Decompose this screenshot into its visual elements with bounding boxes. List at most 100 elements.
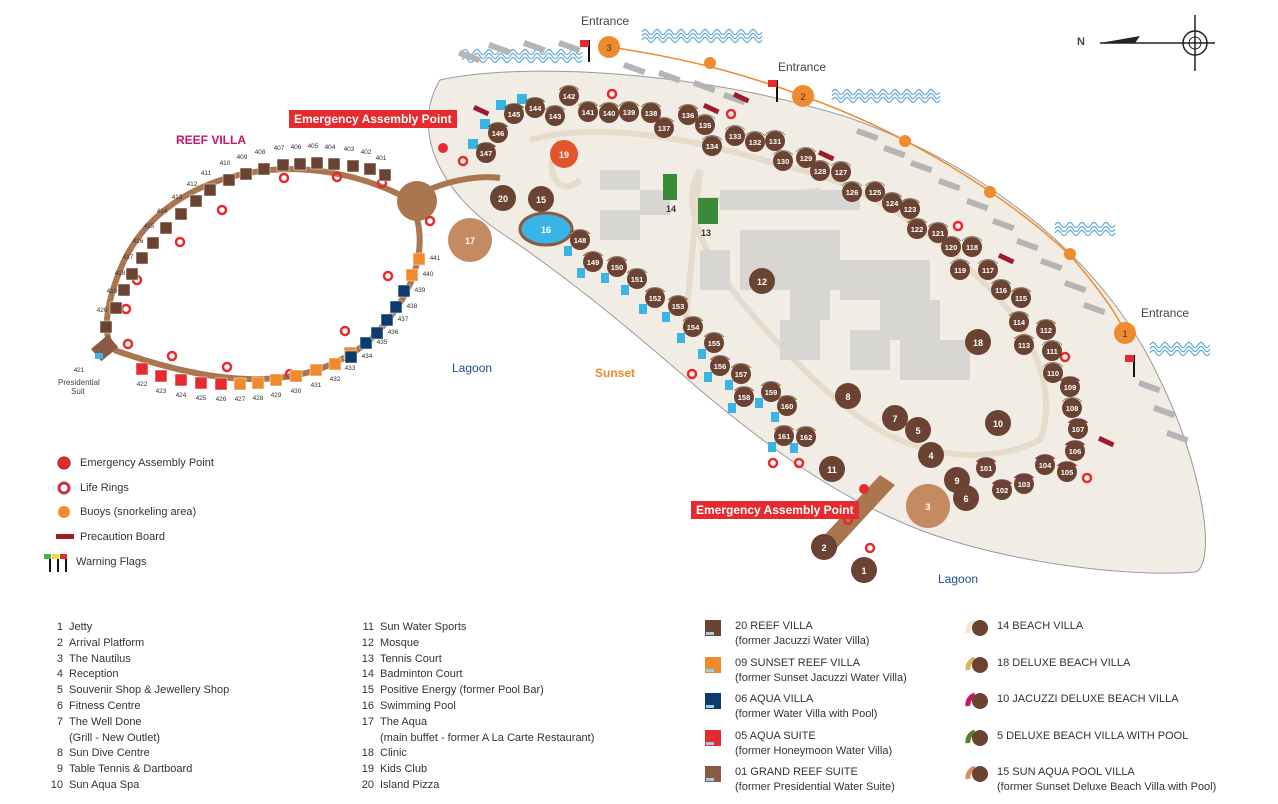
water-villa [380,313,394,327]
badminton-court [663,174,677,200]
villa-number: 421 [74,367,85,374]
warning-flag-icon [580,40,589,47]
water-villa [328,357,342,371]
villa-number: 103 [1018,480,1031,489]
facility-marker [811,534,837,560]
villa-number: 425 [196,395,207,402]
water-villa [310,156,324,170]
facility-marker [490,185,516,211]
wave-icon [1149,345,1211,353]
facility-name: The Aqua [380,715,428,728]
beach-villa [777,396,797,416]
breakwater-segment [692,79,716,94]
beach-villa [654,118,674,138]
villa-number: 144 [529,104,542,113]
beach-villa [761,382,781,402]
breakwater-segment [1039,258,1063,272]
facility-marker [851,557,877,583]
villa-number: 402 [361,149,372,156]
life-ring-icon [122,338,134,350]
building [790,270,830,320]
villa-number: 114 [1013,318,1026,327]
water-villa [159,221,173,235]
water-villa [174,373,188,387]
villa-number: 409 [237,154,248,161]
life-ring-icon [793,457,805,469]
villa-type-item: 09 SUNSET REEF VILLA(former Sunset Jacuz… [703,656,907,693]
building [600,170,640,190]
beach-villa [476,143,496,163]
villa-type-name: 18 DELUXE BEACH VILLA [997,656,1131,669]
sunset-label: Sunset [595,366,636,380]
symbol-legend-label: Emergency Assembly Point [80,457,214,469]
villa-number: 432 [330,376,341,383]
facility-number: 18 [361,747,374,760]
water-villa [346,159,360,173]
life-ring-icon [120,303,132,315]
breakwater-segment [622,61,646,76]
water-villa [146,236,160,250]
villa-number: 427 [235,396,246,403]
facility-marker [819,456,845,482]
beach-villa-icon [965,765,988,785]
villa-number: 426 [216,396,227,403]
beach-villa [882,193,902,213]
facility-number: 14 [361,668,374,681]
villa-type-note: (former Sunset Jacuzzi Water Villa) [735,671,907,684]
facility-marker [448,218,492,262]
beach-villa-icon [965,619,988,639]
villa-number: 138 [645,109,658,118]
life-ring-icon [278,172,290,184]
villa-number: 123 [904,205,917,214]
building [900,340,970,380]
waves [461,28,1211,357]
facility-number: 16 [361,699,374,712]
water-villa [222,173,236,187]
villa-pool [698,349,706,359]
villa-number: 434 [362,353,373,360]
precaution-board-icon [56,529,74,545]
facility-marker [749,268,775,294]
symbol-legend-item: Life Rings [56,480,129,496]
wave-icon [1054,225,1116,233]
beach-villa [734,387,754,407]
villa-number: 101 [980,464,993,473]
water-villa [135,362,149,376]
symbol-legend-label: Buoys (snorkeling area) [80,506,197,519]
beach-villa [773,151,793,171]
villa-number: 109 [1064,383,1077,392]
villa-number: 423 [156,388,167,395]
facility-name: Sun Aqua Spa [69,778,140,791]
beach-villa [731,364,751,384]
water-villa-icon [703,765,725,785]
villa-number: 133 [729,132,742,141]
villa-number: 418 [115,270,126,277]
breakwater [457,39,1189,444]
villa-number: 156 [714,362,727,371]
breakwater-segment [909,160,933,174]
villa-number: 130 [777,157,790,166]
facility-number: 13 [701,228,711,238]
facility-name: Island Pizza [380,778,440,791]
villa-number: 129 [800,154,813,163]
water-villa [99,320,113,334]
beach-villa [710,356,730,376]
villa-number: 102 [996,486,1009,495]
beach-villa [525,98,545,118]
beach-villa [683,317,703,337]
beach-villa [992,480,1012,500]
breakwater-segment [722,92,746,106]
emergency-assembly-point-label: Emergency Assembly Point [289,110,457,128]
water-villa [135,251,149,265]
villa-number: 113 [1018,341,1030,350]
breakwater-segment [1015,237,1039,252]
wave-icon [641,36,763,44]
beach-villa [627,269,647,289]
facility-number: 17 [361,715,374,728]
facility-number: 12 [757,277,767,287]
symbol-legend-label: Precaution Board [80,531,165,544]
precaution-board-icon [817,150,835,162]
